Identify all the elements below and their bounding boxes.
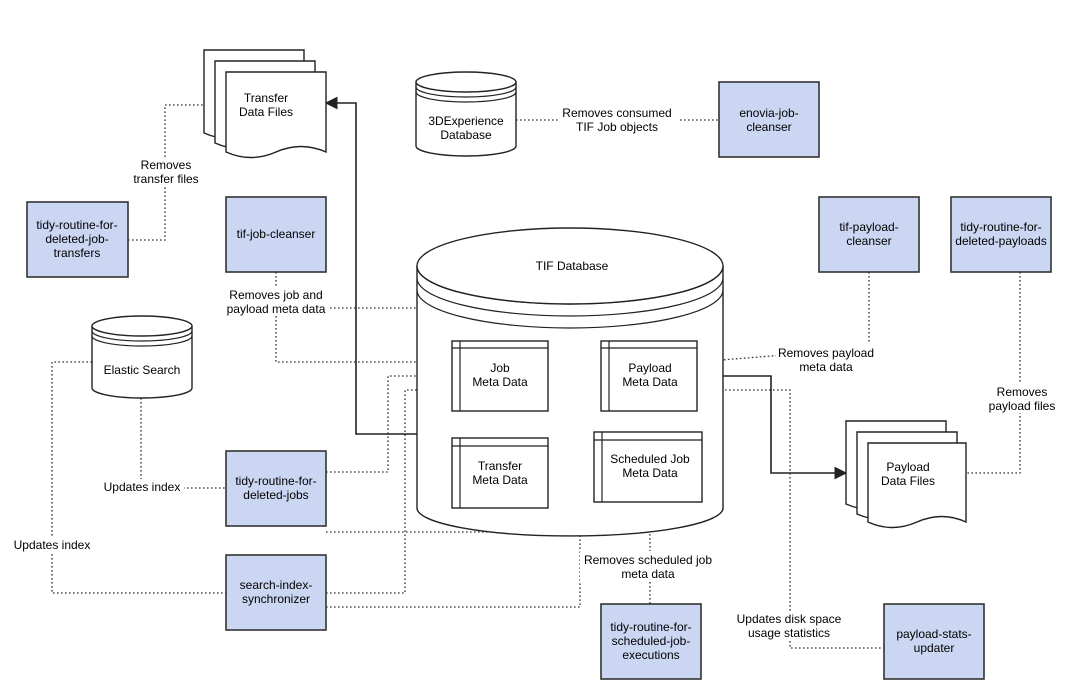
enovia-job-cleanser-line-1: enovia-job- xyxy=(739,106,798,120)
label-updates-index-2: Updates index xyxy=(10,537,94,553)
payload-data-files-line-2: Data Files xyxy=(881,474,935,488)
edge-payload-meta-to-files xyxy=(697,375,848,480)
label-updates-disk-space: Updates disk space usage statistics xyxy=(734,611,846,641)
transfer-meta-data: Transfer Meta Data xyxy=(451,437,549,509)
label-removes-transfer-files-line-1: Removes xyxy=(141,158,192,172)
label-removes-payload-meta-line-2: meta data xyxy=(799,360,853,374)
label-updates-disk-space-line-1: Updates disk space xyxy=(737,612,842,626)
tidy-deleted-payloads-line-1: tidy-routine-for- xyxy=(960,220,1041,234)
label-removes-transfer-files: Removes transfer files xyxy=(130,157,202,187)
tif-payload-cleanser: tif-payload- cleanser xyxy=(818,196,920,273)
label-removes-job-payload-meta-line-2: payload meta data xyxy=(227,302,326,316)
label-removes-tif-jobs-line-2: TIF Job objects xyxy=(576,120,658,134)
payload-stats-updater-line-1: payload-stats- xyxy=(896,627,971,641)
payload-stats-updater: payload-stats- updater xyxy=(883,603,985,680)
experience-db-line-1: 3DExperience xyxy=(428,114,504,128)
tidy-deleted-jobs: tidy-routine-for- deleted-jobs xyxy=(225,450,327,527)
transfer-data-files: Transfer Data Files xyxy=(203,49,327,159)
job-meta-data-line-1: Job xyxy=(490,361,510,375)
label-removes-payload-meta-line-1: Removes payload xyxy=(778,346,874,360)
elastic-search-label: Elastic Search xyxy=(104,363,181,377)
label-removes-scheduled-meta: Removes scheduled job meta data xyxy=(580,551,720,581)
tidy-deleted-payloads-line-2: deleted-payloads xyxy=(955,234,1046,248)
elastic-search: Elastic Search xyxy=(91,315,193,399)
tif-payload-cleanser-line-2: cleanser xyxy=(846,234,891,248)
tidy-deleted-jobs-line-1: tidy-routine-for- xyxy=(235,474,316,488)
tif-database-label: TIF Database xyxy=(536,259,609,273)
enovia-job-cleanser-line-2: cleanser xyxy=(746,120,791,134)
experience-db-line-2: Database xyxy=(440,128,492,142)
label-updates-index-1-text: Updates index xyxy=(104,480,181,494)
edge-removes-payload-files xyxy=(966,272,1021,474)
payload-meta-data: Payload Meta Data xyxy=(600,340,698,412)
label-removes-scheduled-meta-line-2: meta data xyxy=(621,567,675,581)
label-updates-disk-space-line-2: usage statistics xyxy=(748,626,830,640)
transfer-data-files-line-2: Data Files xyxy=(239,105,293,119)
label-removes-job-payload-meta-line-1: Removes job and xyxy=(229,288,322,302)
job-meta-data: Job Meta Data xyxy=(451,340,549,412)
label-removes-scheduled-meta-line-1: Removes scheduled job xyxy=(584,553,712,567)
label-removes-job-payload-meta: Removes job and payload meta data xyxy=(226,286,330,316)
edge-labels: Removes transfer files Removes consumed … xyxy=(10,104,1060,641)
label-removes-payload-files-line-1: Removes xyxy=(997,385,1048,399)
search-index-synchronizer-line-2: synchronizer xyxy=(242,592,310,606)
transfer-meta-data-line-2: Meta Data xyxy=(472,473,528,487)
enovia-job-cleanser: enovia-job- cleanser xyxy=(718,81,820,158)
tidy-deleted-job-transfers-line-3: transfers xyxy=(54,246,101,260)
label-updates-index-1: Updates index xyxy=(100,479,184,495)
edge-updates-index-1 xyxy=(140,398,226,489)
payload-meta-data-line-2: Meta Data xyxy=(622,375,678,389)
job-meta-data-line-2: Meta Data xyxy=(472,375,528,389)
tidy-scheduled-line-2: scheduled-job- xyxy=(612,634,691,648)
search-index-synchronizer-line-1: search-index- xyxy=(240,578,313,592)
tidy-deleted-jobs-line-2: deleted-jobs xyxy=(243,488,308,502)
label-removes-transfer-files-line-2: transfer files xyxy=(133,172,198,186)
tidy-scheduled-line-1: tidy-routine-for- xyxy=(610,620,691,634)
payload-stats-updater-line-2: updater xyxy=(914,641,955,655)
payload-data-files: Payload Data Files xyxy=(845,420,967,529)
tif-payload-cleanser-line-1: tif-payload- xyxy=(839,220,898,234)
label-updates-index-2-text: Updates index xyxy=(14,538,91,552)
tidy-deleted-job-transfers-line-1: tidy-routine-for- xyxy=(36,218,117,232)
label-removes-payload-meta: Removes payload meta data xyxy=(776,344,876,374)
tif-job-cleanser: tif-job-cleanser xyxy=(225,196,327,273)
edge-updates-index-2 xyxy=(51,361,226,594)
payload-data-files-line-1: Payload xyxy=(886,460,929,474)
label-removes-tif-jobs: Removes consumed TIF Job objects xyxy=(560,104,678,134)
experience-database: 3DExperience Database xyxy=(415,71,517,157)
tidy-scheduled-line-3: executions xyxy=(622,648,679,662)
tidy-deleted-job-transfers: tidy-routine-for- deleted-job- transfers xyxy=(26,201,129,278)
scheduled-job-meta-data-line-1: Scheduled Job xyxy=(610,452,690,466)
tidy-deleted-payloads: tidy-routine-for- deleted-payloads xyxy=(950,196,1052,273)
tidy-scheduled-job-executions: tidy-routine-for- scheduled-job- executi… xyxy=(600,603,702,680)
transfer-data-files-line-1: Transfer xyxy=(244,91,288,105)
search-index-synchronizer: search-index- synchronizer xyxy=(225,554,327,631)
scheduled-job-meta-data: Scheduled Job Meta Data xyxy=(593,431,703,503)
label-removes-payload-files: Removes payload files xyxy=(986,383,1060,413)
scheduled-job-meta-data-line-2: Meta Data xyxy=(622,466,678,480)
payload-meta-data-line-1: Payload xyxy=(628,361,671,375)
label-removes-payload-files-line-2: payload files xyxy=(989,399,1056,413)
transfer-meta-data-line-1: Transfer xyxy=(478,459,522,473)
tif-job-cleanser-label: tif-job-cleanser xyxy=(237,227,316,241)
label-removes-tif-jobs-line-1: Removes consumed xyxy=(562,106,671,120)
tidy-deleted-job-transfers-line-2: deleted-job- xyxy=(45,232,108,246)
